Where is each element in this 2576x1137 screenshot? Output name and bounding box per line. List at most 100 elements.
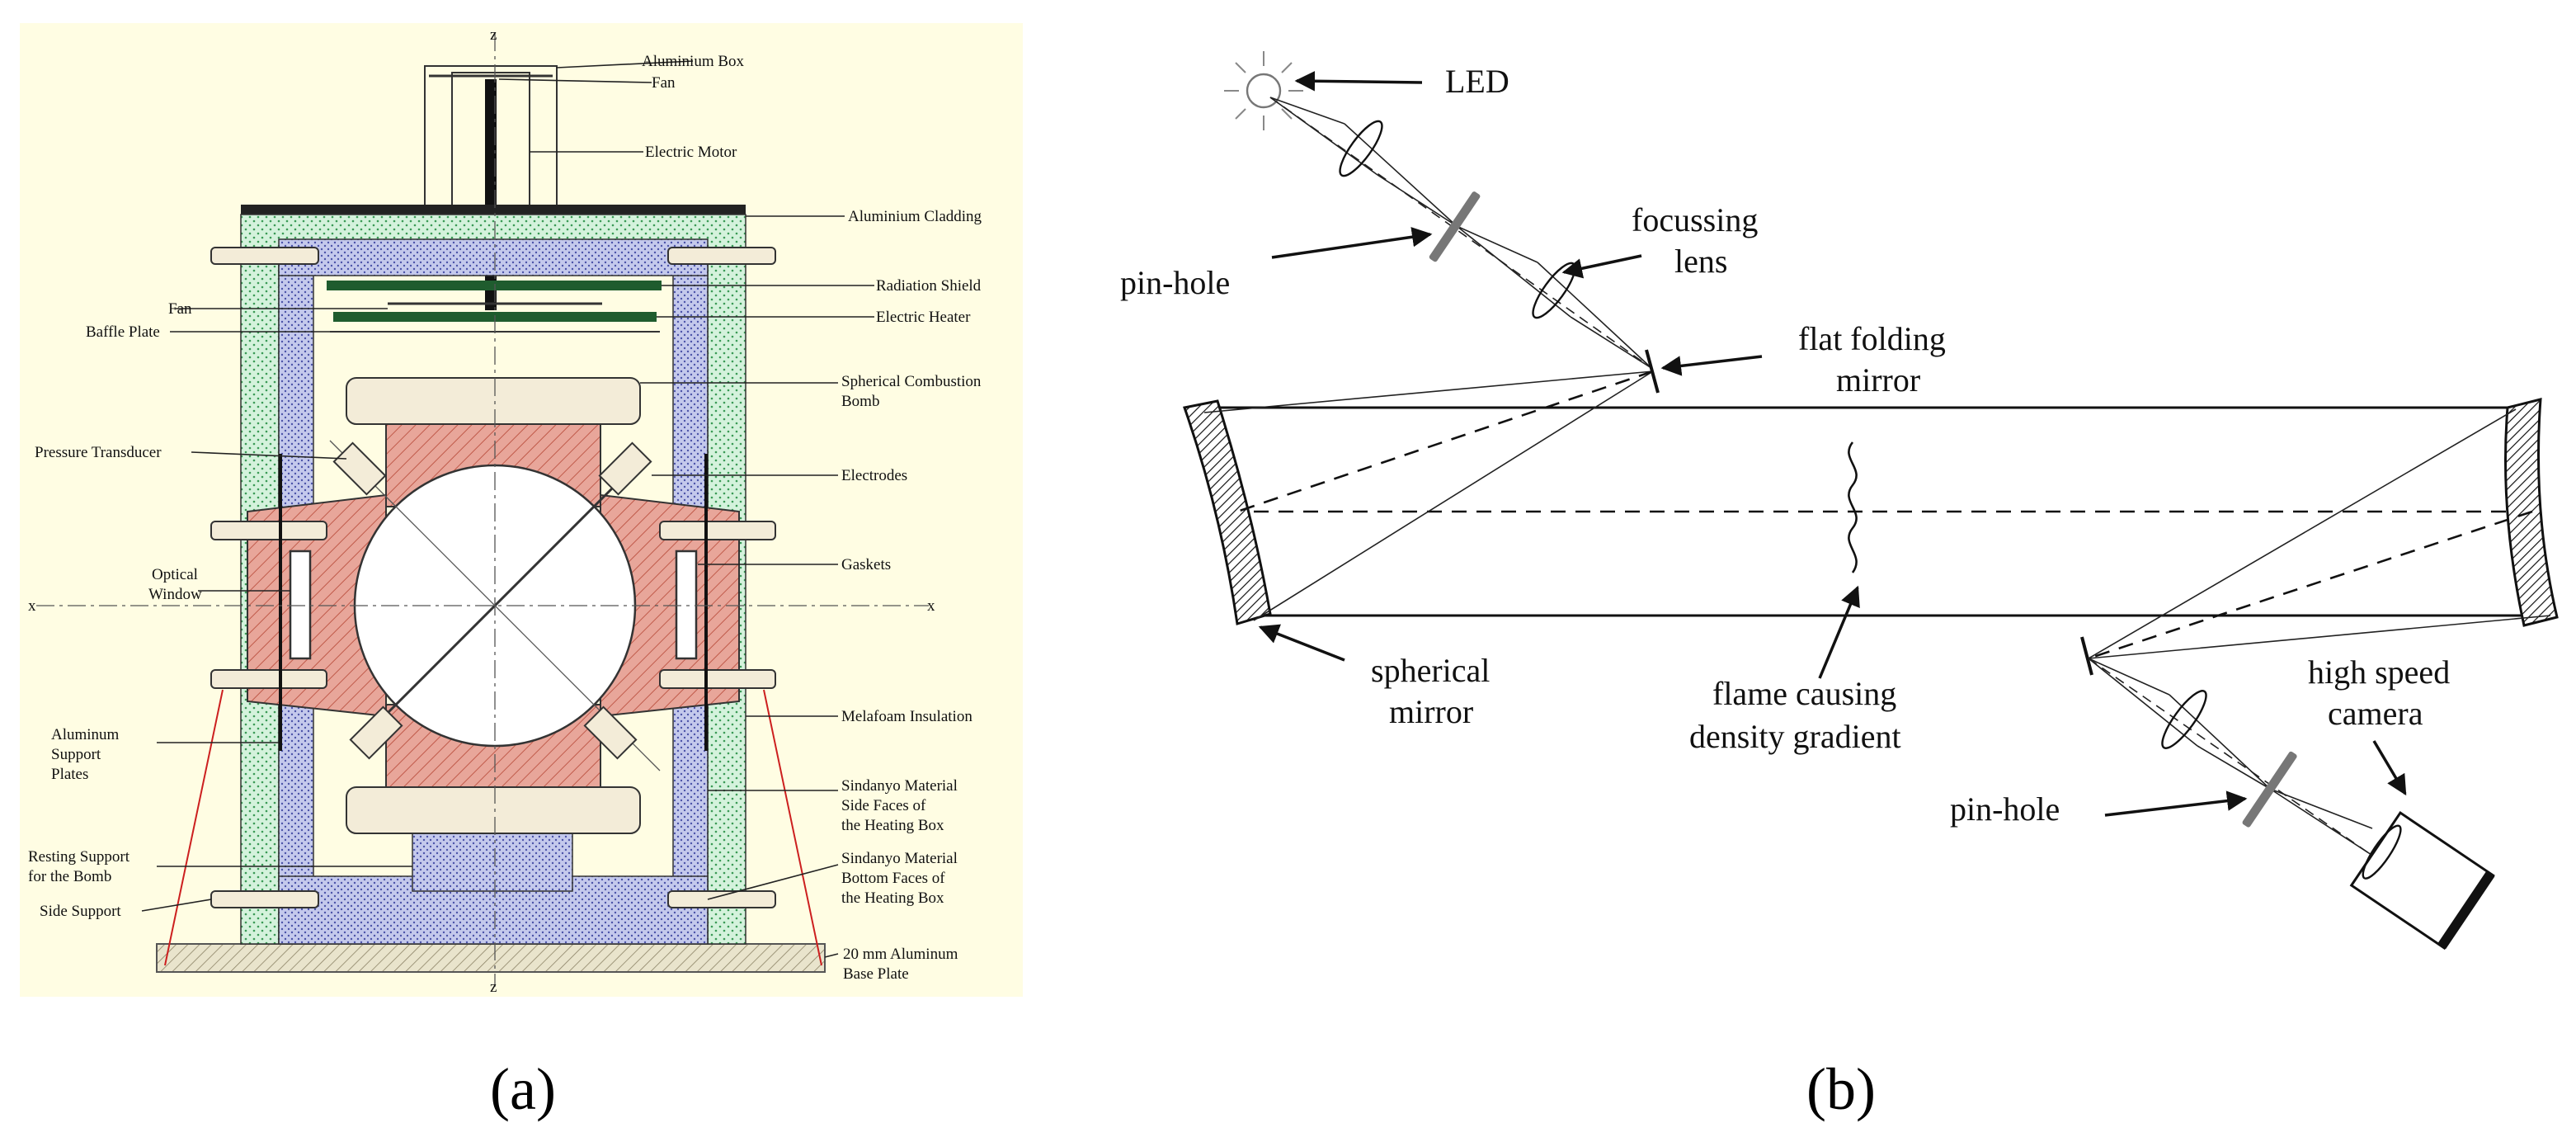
radiation-shield xyxy=(327,281,662,290)
arrow-spherical xyxy=(1258,624,1345,662)
label-electric-motor: Electric Motor xyxy=(645,144,737,161)
label-optical-window-2: Window xyxy=(148,586,202,603)
label-spherical-1: spherical xyxy=(1371,652,1490,689)
label-electrodes: Electrodes xyxy=(841,467,907,484)
electrode-top xyxy=(598,441,652,496)
electrode-bottom-left xyxy=(349,705,403,760)
panel-b: LED pin-hole focussing lens flat folding… xyxy=(1120,51,2559,1122)
pin-hole-bottom xyxy=(2242,751,2297,828)
led-icon xyxy=(1224,51,1303,130)
bolt-top-right xyxy=(667,247,776,265)
label-sindanyo-bottom-1: Sindanyo Material xyxy=(841,850,958,867)
label-aluminium-cladding: Aluminium Cladding xyxy=(848,208,982,225)
electrode-bottom-right xyxy=(583,705,638,760)
beam-exit-2 xyxy=(2088,615,2551,659)
label-camera-1: high speed xyxy=(2308,653,2450,691)
arrow-led xyxy=(1294,71,1423,92)
label-side-support: Side Support xyxy=(40,903,121,920)
label-flame-1: flame causing xyxy=(1712,675,1896,712)
pressure-transducer xyxy=(332,441,387,496)
label-focussing-2: lens xyxy=(1674,243,1727,280)
side-support-right xyxy=(763,689,822,966)
arrow-focussing xyxy=(1561,254,1642,279)
optical-window-left xyxy=(289,550,312,660)
label-aluminum-support-2: Support xyxy=(51,746,101,763)
camera-icon xyxy=(2349,811,2495,951)
label-sindanyo-bottom-2: Bottom Faces of xyxy=(841,870,945,887)
bolt-lower-left xyxy=(210,669,327,689)
bolt-upper-left xyxy=(210,521,327,540)
aluminium-cladding xyxy=(241,205,746,215)
label-resting-support-2: for the Bomb xyxy=(28,868,111,885)
label-pin-hole-top: pin-hole xyxy=(1120,264,1230,301)
side-support-left xyxy=(164,689,224,966)
condenser-lens-top xyxy=(1339,120,1383,177)
label-sindanyo-side-3: the Heating Box xyxy=(841,817,944,834)
axis-z-bottom-label: z xyxy=(490,979,497,996)
label-optical-window-1: Optical xyxy=(152,566,198,583)
arrow-flat-folding xyxy=(1660,355,1763,376)
bolt-top-left xyxy=(210,247,319,265)
label-flat-folding-1: flat folding xyxy=(1798,320,1946,357)
lower-folding-mirror xyxy=(2080,636,2093,676)
label-aluminium-box: Aluminium Box xyxy=(642,53,745,70)
label-sindanyo-side-2: Side Faces of xyxy=(841,797,926,814)
leader-lines-left xyxy=(141,308,412,912)
label-spherical-2: mirror xyxy=(1389,693,1473,730)
leader-lines-right xyxy=(498,60,874,958)
axis-x-left-label: x xyxy=(28,597,36,615)
label-aluminum-support-3: Plates xyxy=(51,766,88,783)
label-aluminum-support-1: Aluminum xyxy=(51,726,120,743)
label-flame-2: density gradient xyxy=(1689,718,1901,755)
arrow-flame xyxy=(1818,585,1860,679)
sindanyo-top xyxy=(278,238,709,276)
bolt-base-left xyxy=(210,890,319,908)
lens-bottom xyxy=(2161,690,2207,749)
label-flat-folding-2: mirror xyxy=(1836,361,1920,399)
label-pin-hole-bottom: pin-hole xyxy=(1950,790,2060,828)
label-sindanyo-side-1: Sindanyo Material xyxy=(841,777,958,795)
label-fan-top: Fan xyxy=(652,74,676,92)
panel-a: z z x x xyxy=(20,23,1023,1122)
arrow-pin-hole-top xyxy=(1271,227,1433,259)
bomb-upper-flange xyxy=(346,377,641,425)
beam-fold-to-mirror xyxy=(1253,370,1654,621)
axis-x-right-label: x xyxy=(927,597,935,615)
label-led: LED xyxy=(1445,63,1509,100)
label-radiation-shield: Radiation Shield xyxy=(876,277,982,295)
resting-support xyxy=(412,833,573,892)
optical-window-right xyxy=(675,550,698,660)
panel-a-caption: (a) xyxy=(490,1056,556,1122)
arrow-camera xyxy=(2372,740,2407,796)
label-base-plate-2: Base Plate xyxy=(843,965,909,983)
flame-wave xyxy=(1848,441,1858,573)
label-camera-2: camera xyxy=(2328,695,2423,732)
pin-hole-top xyxy=(1429,191,1481,262)
bolt-lower-right xyxy=(659,669,776,689)
label-base-plate-1: 20 mm Aluminum xyxy=(843,946,958,963)
label-spherical-combustion-1: Spherical Combustion xyxy=(841,373,982,390)
beam-fold-dashed xyxy=(1236,370,1654,513)
panel-b-caption: (b) xyxy=(1806,1056,1876,1122)
arrow-pin-hole-bottom xyxy=(2104,790,2248,817)
spherical-mirror-left xyxy=(1183,399,1272,625)
label-sindanyo-bottom-3: the Heating Box xyxy=(841,889,944,907)
label-electric-heater: Electric Heater xyxy=(876,309,971,326)
upper-beam xyxy=(1269,97,1652,369)
label-melafoam: Melafoam Insulation xyxy=(841,708,972,725)
axis-z-top-label: z xyxy=(490,26,497,44)
bolt-base-right xyxy=(667,890,776,908)
label-fan-left: Fan xyxy=(168,300,192,318)
label-baffle-plate: Baffle Plate xyxy=(86,323,160,341)
label-focussing-1: focussing xyxy=(1632,201,1758,238)
bolt-upper-right xyxy=(659,521,776,540)
beam-exit-1 xyxy=(2088,408,2517,659)
base-plate xyxy=(156,943,826,973)
label-spherical-combustion-2: Bomb xyxy=(841,393,879,410)
bomb-lower-flange xyxy=(346,786,641,834)
label-gaskets: Gaskets xyxy=(841,556,891,573)
beam-fold-to-mirror-2 xyxy=(1203,370,1654,413)
label-resting-support-1: Resting Support xyxy=(28,848,130,866)
label-pressure-transducer: Pressure Transducer xyxy=(35,444,162,461)
